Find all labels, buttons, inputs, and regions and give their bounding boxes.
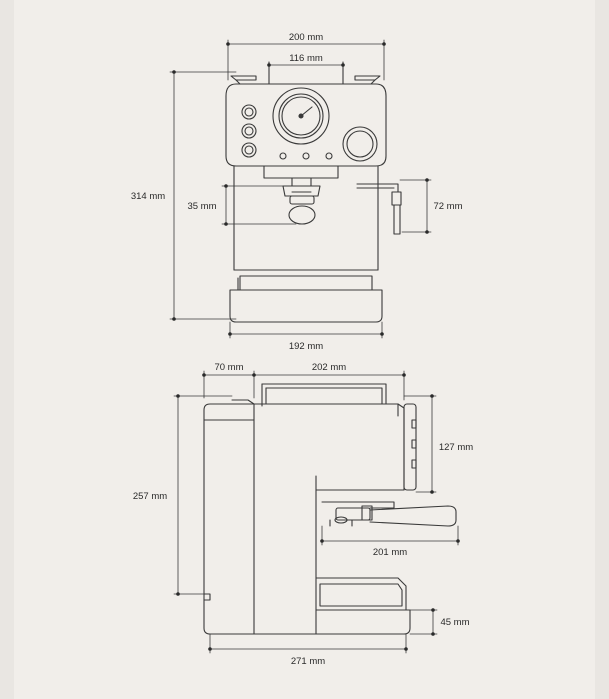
cup-rail <box>230 61 381 85</box>
front-dimension-ticks <box>172 42 429 336</box>
dim-drip-tray-label: 45 mm <box>440 617 469 628</box>
dim-handle-reach-label: 201 mm <box>373 547 407 558</box>
control-knobs <box>241 104 257 158</box>
front-dimensions <box>169 39 432 339</box>
front-view <box>169 39 432 339</box>
drip-tray <box>229 269 383 323</box>
dim-front-height-label: 314 mm <box>131 191 165 202</box>
dim-base-width-label: 192 mm <box>289 341 323 352</box>
side-control-panel <box>403 403 417 491</box>
dim-steam-wand-label: 72 mm <box>433 201 462 212</box>
steam-wand <box>356 183 402 235</box>
dim-total-width-label: 200 mm <box>289 32 323 43</box>
dim-side-height-label: 257 mm <box>133 491 167 502</box>
dim-portafilter-label: 35 mm <box>187 201 216 212</box>
side-dimension-ticks <box>176 373 460 651</box>
side-body <box>203 403 405 635</box>
indicator-lights <box>279 152 333 160</box>
steam-dial-icon <box>342 126 378 162</box>
dim-total-depth-label: 271 mm <box>291 656 325 667</box>
front-upper-body <box>225 83 387 167</box>
dim-front-panel-label: 127 mm <box>439 442 473 453</box>
dim-rear-depth-label: 70 mm <box>214 362 243 373</box>
dim-top-rail-label: 116 mm <box>289 53 323 64</box>
dim-top-depth-label: 202 mm <box>312 362 346 373</box>
drawing-sheet <box>14 0 595 699</box>
side-view <box>173 370 460 654</box>
side-drip-tray <box>315 577 411 635</box>
side-cup-rail <box>261 383 387 407</box>
side-feet <box>203 593 211 601</box>
side-portafilter <box>321 501 457 527</box>
pressure-gauge-icon <box>272 87 330 145</box>
brew-group-head <box>263 165 339 225</box>
